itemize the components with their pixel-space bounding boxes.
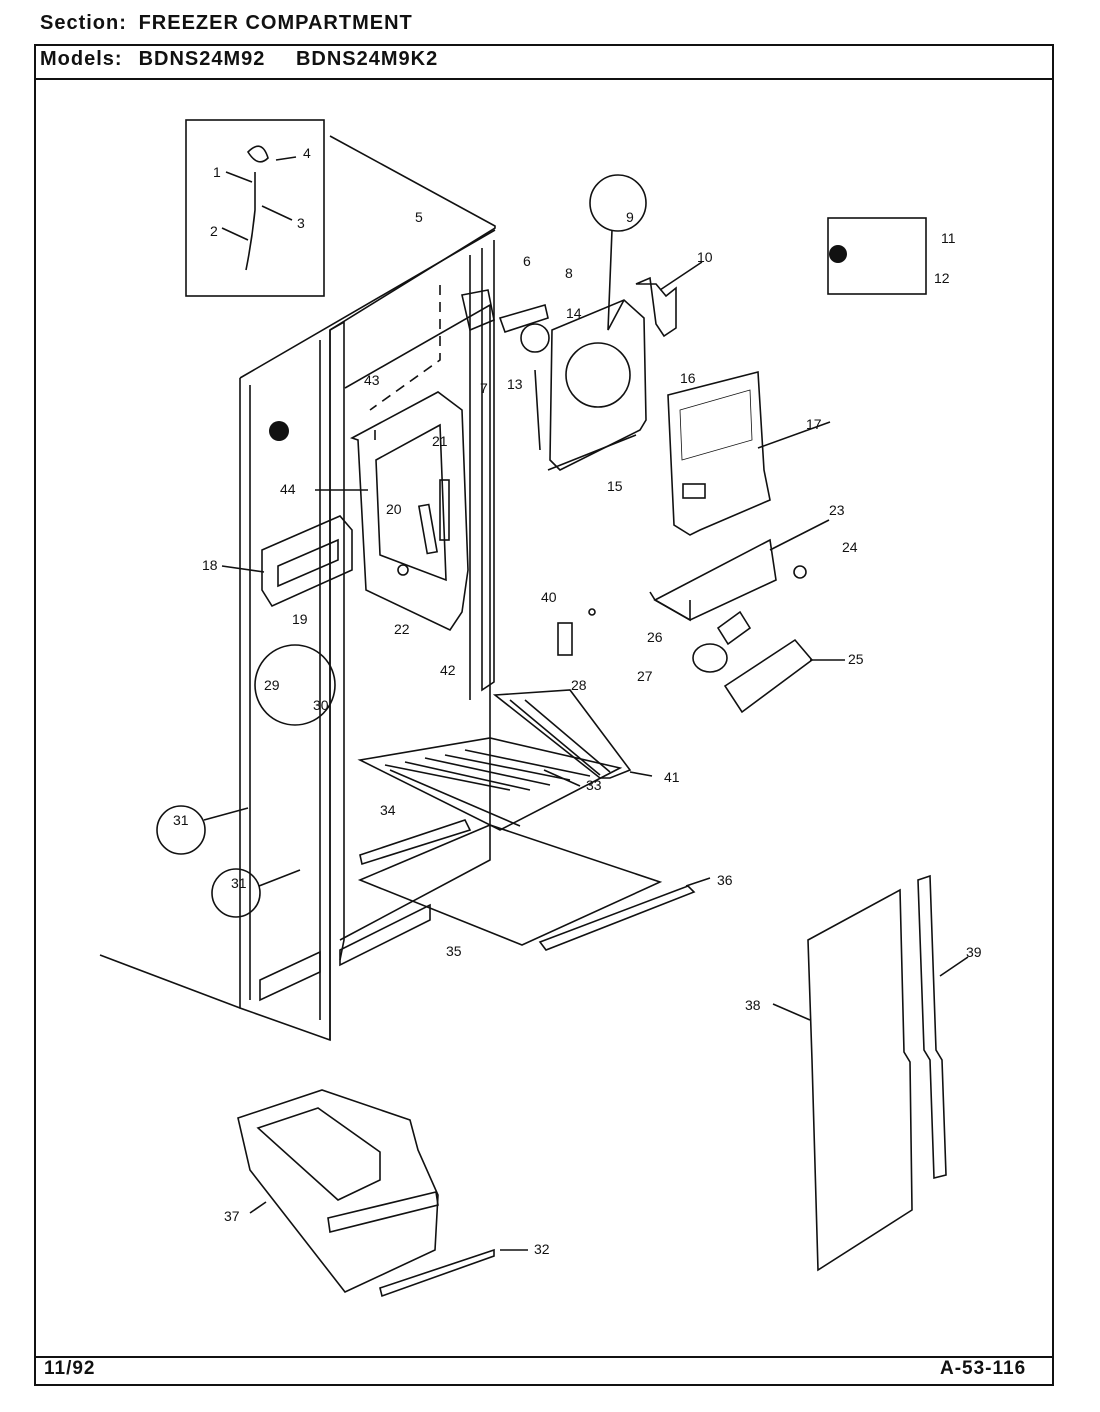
callout-18: 18 bbox=[202, 557, 218, 573]
callout-38: 38 bbox=[745, 997, 761, 1013]
side-panel bbox=[807, 888, 913, 1272]
diagram-frame bbox=[34, 44, 1054, 1386]
callout-39: 39 bbox=[966, 944, 982, 960]
callout-29: 29 bbox=[264, 677, 280, 693]
callout-17: 17 bbox=[806, 416, 822, 432]
callout-21: 21 bbox=[432, 433, 448, 449]
light-lens bbox=[723, 638, 814, 714]
cabinet-left-wall bbox=[239, 135, 496, 1042]
footer-divider bbox=[34, 1356, 1054, 1358]
callout-11: 11 bbox=[941, 230, 956, 246]
fan-motor bbox=[461, 289, 495, 332]
fan-bracket bbox=[635, 276, 677, 338]
light-socket bbox=[716, 610, 752, 646]
callout-24: 24 bbox=[842, 539, 858, 555]
shelf-strip bbox=[379, 1248, 495, 1298]
callout-23: 23 bbox=[829, 502, 845, 518]
callout-22: 22 bbox=[394, 621, 410, 637]
detail-circle-31-bottom bbox=[211, 868, 261, 918]
callout-13: 13 bbox=[507, 376, 523, 392]
wire-shelf bbox=[357, 737, 623, 831]
callout-44: 44 bbox=[280, 481, 296, 497]
evaporator-cover-panel bbox=[349, 391, 469, 632]
freezer-bin bbox=[237, 1089, 439, 1293]
callout-42: 42 bbox=[440, 662, 456, 678]
callout-8: 8 bbox=[565, 265, 573, 281]
callout-19: 19 bbox=[292, 611, 308, 627]
callout-41: 41 bbox=[664, 769, 680, 785]
callout-26: 26 bbox=[647, 629, 663, 645]
section-label: Section: bbox=[40, 12, 127, 34]
fan-shroud bbox=[549, 299, 647, 471]
section-title: FREEZER COMPARTMENT bbox=[138, 12, 413, 34]
footer-diagram-code: A-53-116 bbox=[940, 1358, 1027, 1379]
callout-5: 5 bbox=[415, 209, 423, 225]
inset-box-fasteners bbox=[827, 217, 927, 295]
light-bulb bbox=[692, 643, 728, 673]
callout-25: 25 bbox=[848, 651, 864, 667]
callout-2: 2 bbox=[210, 223, 218, 239]
water-line-detail bbox=[245, 145, 269, 271]
cabinet-base-line bbox=[99, 954, 241, 1009]
light-housing bbox=[653, 538, 777, 621]
callout-40: 40 bbox=[541, 589, 557, 605]
reference-dot-2 bbox=[829, 245, 847, 263]
callout-20: 20 bbox=[386, 501, 402, 517]
detail-circle-31-top bbox=[156, 805, 206, 855]
callout-28: 28 bbox=[571, 677, 587, 693]
shelf-bracket bbox=[261, 515, 353, 608]
damper-part bbox=[557, 622, 573, 656]
models-label: Models: bbox=[40, 48, 123, 70]
callout-16: 16 bbox=[680, 370, 696, 386]
rear-panel-cover bbox=[667, 370, 771, 536]
callout-6: 6 bbox=[523, 253, 531, 269]
detail-circle-29-30 bbox=[254, 644, 336, 726]
callout-36: 36 bbox=[717, 872, 733, 888]
callout-14: 14 bbox=[566, 305, 582, 321]
glass-shelf bbox=[357, 824, 663, 946]
model-number-2: BDNS24M9K2 bbox=[295, 48, 439, 70]
callout-32: 32 bbox=[534, 1241, 550, 1257]
callout-9: 9 bbox=[626, 209, 634, 225]
ice-tray-shelf bbox=[492, 689, 632, 779]
footer-date: 11/92 bbox=[44, 1358, 96, 1379]
shelf-front-strip bbox=[359, 819, 472, 866]
detail-circle-9 bbox=[589, 174, 647, 232]
models-divider bbox=[34, 78, 1054, 80]
inset-box-water-valve bbox=[185, 119, 325, 297]
callout-43: 43 bbox=[364, 372, 380, 388]
callout-30: 30 bbox=[313, 697, 329, 713]
reference-dot-1 bbox=[269, 421, 289, 441]
callout-34: 34 bbox=[380, 802, 396, 818]
callout-15: 15 bbox=[607, 478, 623, 494]
callout-3: 3 bbox=[297, 215, 305, 231]
callout-31-upper: 31 bbox=[173, 812, 189, 828]
callout-10: 10 bbox=[697, 249, 713, 265]
callout-7: 7 bbox=[480, 380, 488, 396]
model-number-1: BDNS24M92 bbox=[138, 48, 266, 70]
trim-strip bbox=[917, 874, 947, 1180]
section-header: Section: FREEZER COMPARTMENT bbox=[40, 12, 413, 35]
callout-33: 33 bbox=[586, 777, 602, 793]
models-header: Models: BDNS24M92 BDNS24M9K2 bbox=[40, 48, 438, 71]
callout-12: 12 bbox=[934, 270, 950, 286]
callout-35: 35 bbox=[446, 943, 462, 959]
callout-31-lower: 31 bbox=[231, 875, 247, 891]
callout-1: 1 bbox=[213, 164, 221, 180]
callout-27: 27 bbox=[637, 668, 653, 684]
part-callouts: 1 2 3 4 5 6 7 8 9 10 11 12 13 14 15 16 1… bbox=[173, 145, 982, 1257]
callout-37: 37 bbox=[224, 1208, 240, 1224]
callout-4: 4 bbox=[303, 145, 311, 161]
